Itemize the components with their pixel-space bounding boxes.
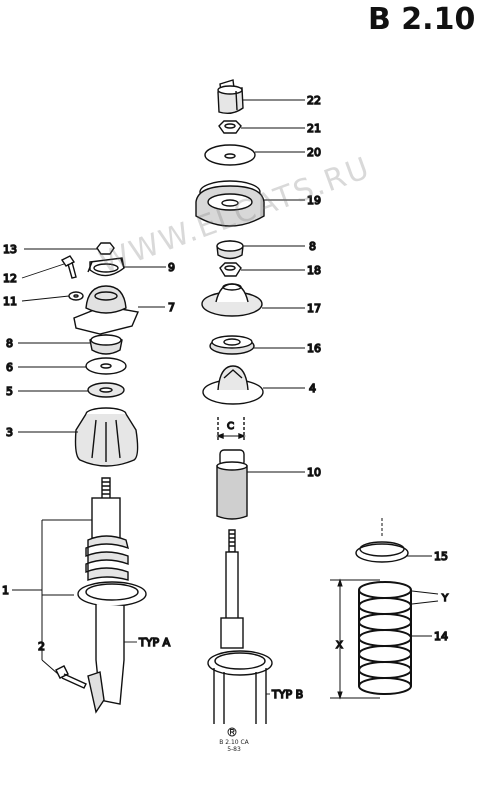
label-dim-y: Y [441, 593, 449, 604]
part-18-nut [219, 262, 242, 277]
part-15-spring-seat [355, 518, 409, 563]
callout-20: 20 [307, 146, 321, 159]
callout-15: 15 [434, 550, 448, 563]
part-17-upper-seat [201, 283, 263, 317]
credit-date: 5-83 [227, 746, 241, 753]
callout-8-center: 8 [309, 240, 316, 253]
callout-12: 12 [3, 272, 17, 285]
strut-typ-b [207, 529, 273, 724]
callout-21: 21 [307, 122, 321, 135]
part-7-upper-mount [73, 285, 139, 335]
callout-1-fragment: 1 [2, 584, 9, 597]
label-typ-a: TYP A [138, 636, 171, 649]
callout-13: 13 [3, 243, 17, 256]
part-2-bolt [55, 665, 87, 689]
callout-5: 5 [6, 385, 13, 398]
part-14-coil-spring [358, 581, 412, 695]
callout-17: 17 [307, 302, 321, 315]
part-4-lower-seat [202, 365, 264, 405]
callout-3: 3 [6, 426, 13, 439]
callout-18: 18 [307, 264, 321, 277]
callout-2: 2 [38, 640, 45, 653]
dim-c [216, 417, 246, 440]
callout-7: 7 [168, 301, 175, 314]
part-22-dust-cap [217, 79, 244, 115]
callout-4: 4 [309, 382, 316, 395]
part-9-bracket [87, 257, 125, 277]
strut-typ-a [77, 477, 147, 714]
part-13-nut [96, 242, 115, 255]
label-dim-c: C [227, 421, 234, 432]
part-20-washer [204, 144, 256, 166]
credit-code: B 2.10 CA [219, 739, 249, 746]
callout-6: 6 [6, 361, 13, 374]
callout-22: 22 [307, 94, 321, 107]
label-typ-b: TYP B [271, 688, 303, 701]
part-8-bearing-left [89, 334, 123, 355]
callout-8-left: 8 [6, 337, 13, 350]
callout-11: 11 [3, 295, 17, 308]
callout-10: 10 [307, 466, 321, 479]
part-11-washer [68, 291, 84, 301]
group-bracket [12, 519, 92, 675]
part-6-seat [85, 357, 127, 375]
label-dim-x: X [336, 640, 343, 651]
part-10-bump-stop [216, 449, 248, 520]
dim-y [411, 590, 439, 605]
registered-mark-icon [227, 727, 237, 737]
part-19-upper-mount [195, 180, 265, 227]
part-12-bolt [60, 255, 77, 279]
part-3-boot-cover [74, 407, 139, 467]
callout-9: 9 [168, 261, 175, 274]
callout-19: 19 [307, 194, 321, 207]
part-8-bearing-center [216, 240, 244, 260]
callout-14: 14 [434, 630, 448, 643]
part-21-nut [218, 120, 242, 134]
part-16-bearing [209, 335, 255, 355]
leader-lines [18, 99, 432, 695]
dim-x [330, 578, 380, 700]
part-5-washer [87, 382, 125, 398]
page-code: B 2.10 [368, 2, 476, 37]
callout-16: 16 [307, 342, 321, 355]
